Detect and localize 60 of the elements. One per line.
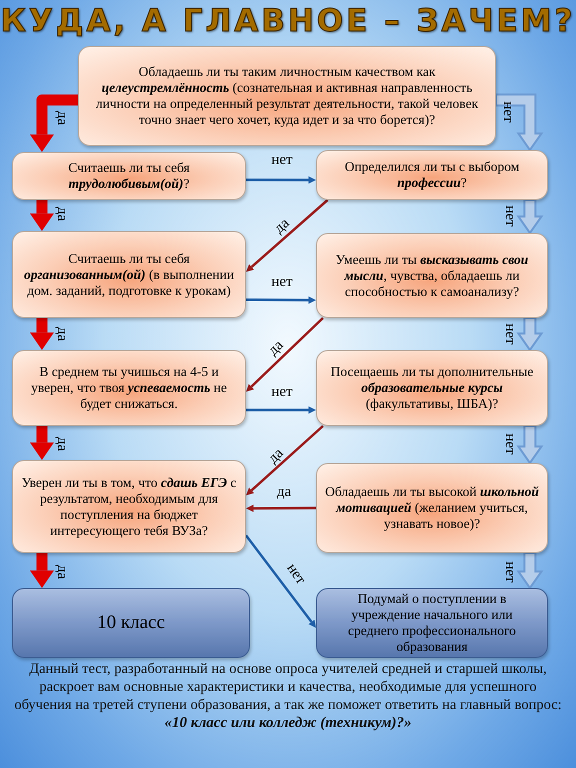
question-text: Посещаешь ли ты дополнительные образовательные курсы (факультативы, ШБА)? xyxy=(330,364,534,412)
edge-label: нет xyxy=(271,384,293,400)
arrow xyxy=(246,317,324,392)
edge-label: нет xyxy=(500,101,516,123)
edge-label: да xyxy=(54,564,70,580)
block-arrow xyxy=(495,94,544,152)
question-box xyxy=(12,231,246,318)
arrow xyxy=(30,426,54,460)
block-arrow xyxy=(516,425,544,465)
edge-label: да xyxy=(271,215,293,237)
question-text: Умеешь ли ты высказывать свои мысли, чувства, обладаешь ли способностью к самоанализу? xyxy=(334,252,530,300)
edge-label: да xyxy=(276,484,292,500)
question-text: Определился ли ты с выбором профессии? xyxy=(344,159,520,191)
edge-label: да xyxy=(265,445,287,467)
question-box xyxy=(12,350,246,426)
edge-label: нет xyxy=(283,560,309,588)
question-box xyxy=(316,233,548,318)
result-box xyxy=(316,588,548,658)
title: КУДА, А ГЛАВНОЕ – ЗАЧЕМ? xyxy=(0,2,576,40)
question-text: Считаешь ли ты себя организованным(ой) (в выполнении дом. заданий, подготовке к урокам) xyxy=(22,250,236,298)
block-arrow xyxy=(516,552,544,590)
question-box xyxy=(12,460,246,553)
arrow xyxy=(30,200,54,231)
main-question: «10 класс или колледж (техникум)?» xyxy=(164,714,412,733)
edge-label: да xyxy=(54,110,70,126)
result-text: 10 класс xyxy=(97,612,165,634)
edge-label: да xyxy=(54,436,70,452)
arrow xyxy=(246,406,316,414)
result-box xyxy=(12,588,250,658)
question-box xyxy=(12,152,246,200)
question-box xyxy=(78,46,496,146)
caption: Данный тест, разработанный на основе опроса учителей средней и старшей школы, раскроет вам основные характеристики и качества, необходимые для успешного обучения на третей ступени образования, а так же поможет ответить на главный вопрос: xyxy=(14,660,562,714)
result-text: Подумай о поступлении в учреждение начального или среднего профессионального образования xyxy=(347,591,517,655)
arrow xyxy=(246,504,316,512)
question-text: Обладаешь ли ты высокой школьной мотивацией (желанием учиться, узнавать новое)? xyxy=(325,484,539,532)
edge-label: да xyxy=(265,337,287,359)
edge-label: нет xyxy=(271,152,293,168)
question-text: Уверен ли ты в том, что сдашь ЕГЭ с результатом, необходимым для поступления на бюджет интересующего тебя ВУЗа? xyxy=(21,474,237,538)
edge-label: нет xyxy=(502,205,518,227)
edge-label: нет xyxy=(502,323,518,345)
arrow xyxy=(30,552,54,588)
arrow xyxy=(246,425,324,496)
question-box xyxy=(316,350,548,426)
arrow xyxy=(30,318,54,350)
question-box xyxy=(316,150,548,200)
block-arrow xyxy=(516,199,544,235)
question-text: Считаешь ли ты себя трудолюбивым(ой)? xyxy=(67,160,191,192)
question-text: В среднем ты учишься на 4-5 и уверен, что твоя успеваемость не будет снижаться. xyxy=(30,364,228,412)
arrow xyxy=(246,296,316,304)
arrow xyxy=(246,199,328,272)
arrow xyxy=(246,176,316,184)
edge-label: нет xyxy=(502,433,518,455)
arrow xyxy=(245,534,316,628)
edge-label: нет xyxy=(502,561,518,583)
edge-label: да xyxy=(54,326,70,342)
block-arrow xyxy=(516,317,544,352)
edge-label: да xyxy=(54,206,70,222)
edge-label: нет xyxy=(271,274,293,290)
question-box xyxy=(316,463,548,553)
question-text: Обладаешь ли ты таким личностным качеством как целеустремлённость (сознательная и активная направленность личности на определенный результат деятельности, такой человек точно знает чего хочет, куда идет и за что борется)? xyxy=(94,64,480,128)
